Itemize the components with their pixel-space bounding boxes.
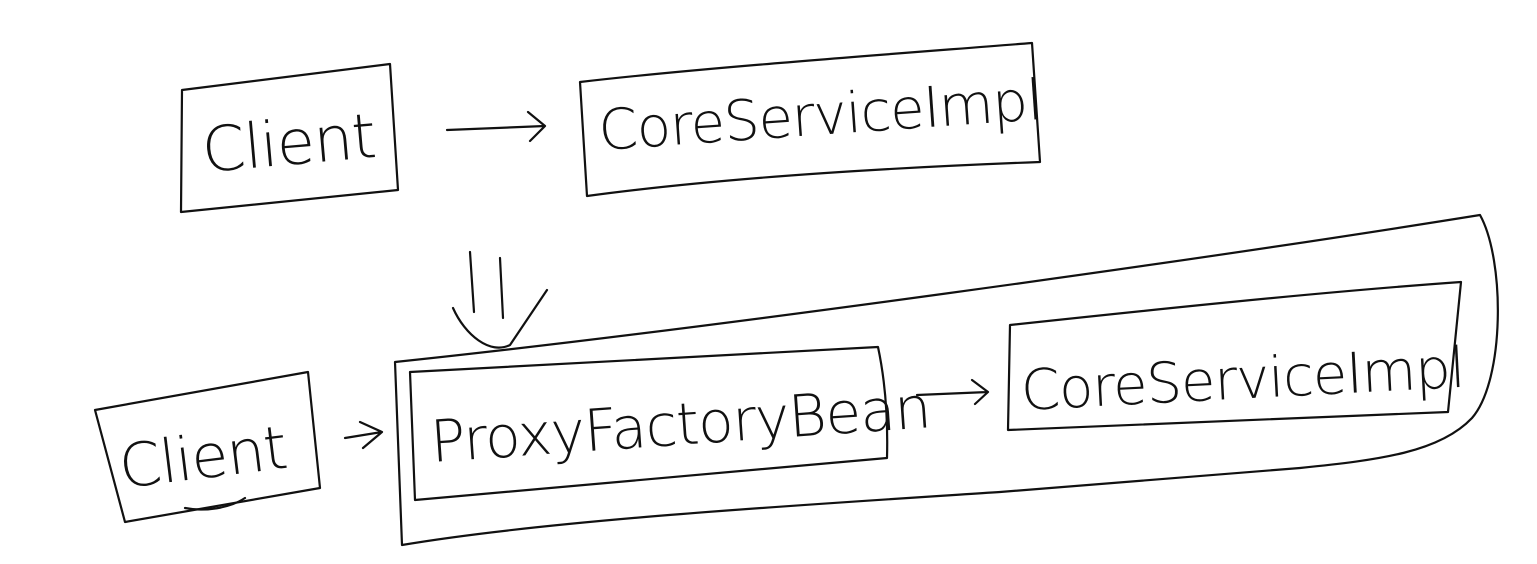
transform-arrow <box>451 250 549 349</box>
after-arrow-client-proxy <box>343 420 384 450</box>
proxy-box <box>408 345 889 502</box>
before-service-box <box>578 41 1042 198</box>
after-service-box <box>1006 280 1463 432</box>
before-service-label: CoreServiceImpl <box>596 68 1043 164</box>
after-arrow-proxy-service <box>915 378 990 406</box>
after-service-label: CoreServiceImpl <box>1019 336 1466 424</box>
proxy-container-box <box>393 213 1499 547</box>
after-client-label: Client <box>115 413 290 503</box>
after-client-box <box>93 370 322 524</box>
before-client-box <box>179 62 400 214</box>
before-arrow <box>445 110 547 143</box>
before-client-label: Client <box>199 99 378 187</box>
after-client-underline <box>183 496 247 511</box>
